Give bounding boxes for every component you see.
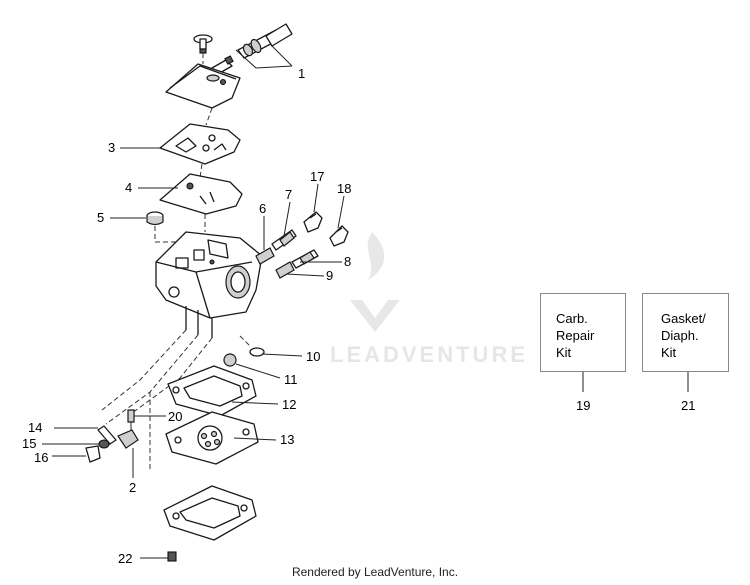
footer-credit: Rendered by LeadVenture, Inc. [291,565,459,579]
part-5-plug [146,211,182,243]
callout-19: 19 [576,398,590,413]
leadventure-watermark-logo [350,232,400,332]
callout-4: 4 [125,180,132,195]
callout-17: 17 [310,169,324,184]
callout-18: 18 [337,181,351,196]
part-18-limiter-cap [329,225,349,247]
leader-lines [42,43,689,559]
part-12-gasket [167,365,257,417]
callout-6: 6 [259,201,266,216]
callout-7: 7 [285,187,292,202]
cover-plate [165,63,241,126]
callout-9: 9 [326,268,333,283]
kit-21-line-2: Diaph. [661,328,699,343]
callout-16: 16 [34,450,48,465]
callout-13: 13 [280,432,294,447]
callout-12: 12 [282,397,296,412]
part-2-lever [117,429,139,449]
part-7-needle [271,229,297,251]
callout-3: 3 [108,140,115,155]
part-3-gasket [159,123,241,179]
callout-20: 20 [168,409,182,424]
callout-15: 15 [22,436,36,451]
part-8-needle [291,249,319,269]
gasket-diaph-kit-box[interactable]: Gasket/ Diaph. Kit [642,293,729,372]
part-11-screen [223,353,237,367]
callout-22: 22 [118,551,132,566]
pump-cover-gasket [163,485,257,541]
kit-19-line-1: Carb. [556,311,588,326]
kit-19-line-3: Kit [556,345,572,360]
callout-labels: 1 3 4 5 6 7 17 18 8 9 10 11 12 20 14 15 … [22,66,695,566]
watermark-text: LEADVENTURE [330,342,529,367]
callout-11: 11 [284,372,298,387]
carburetor-body [155,231,263,338]
part-20-spring [127,409,135,432]
kit-19-line-2: Repair [556,328,595,343]
part-16-fitting [85,445,101,463]
callout-8: 8 [344,254,351,269]
part-10-washer [239,335,265,357]
callout-5: 5 [97,210,104,225]
part-13-pump-diaphragm [165,411,259,465]
part-4-diaphragm [159,173,243,232]
kit-21-line-1: Gasket/ [661,311,706,326]
kit-21-line-3: Kit [661,345,677,360]
callout-1: 1 [298,66,305,81]
callout-2: 2 [129,480,136,495]
part-9-spring [275,261,295,279]
part-17-limiter-cap [303,211,323,233]
carb-repair-kit-box[interactable]: Carb. Repair Kit [540,293,626,372]
part-22-plug [167,551,177,562]
callout-10: 10 [306,349,320,364]
callout-14: 14 [28,420,42,435]
part-14-pin [97,425,117,445]
part-6-spring [255,247,275,265]
callout-21: 21 [681,398,695,413]
part-15-screw [98,439,110,449]
